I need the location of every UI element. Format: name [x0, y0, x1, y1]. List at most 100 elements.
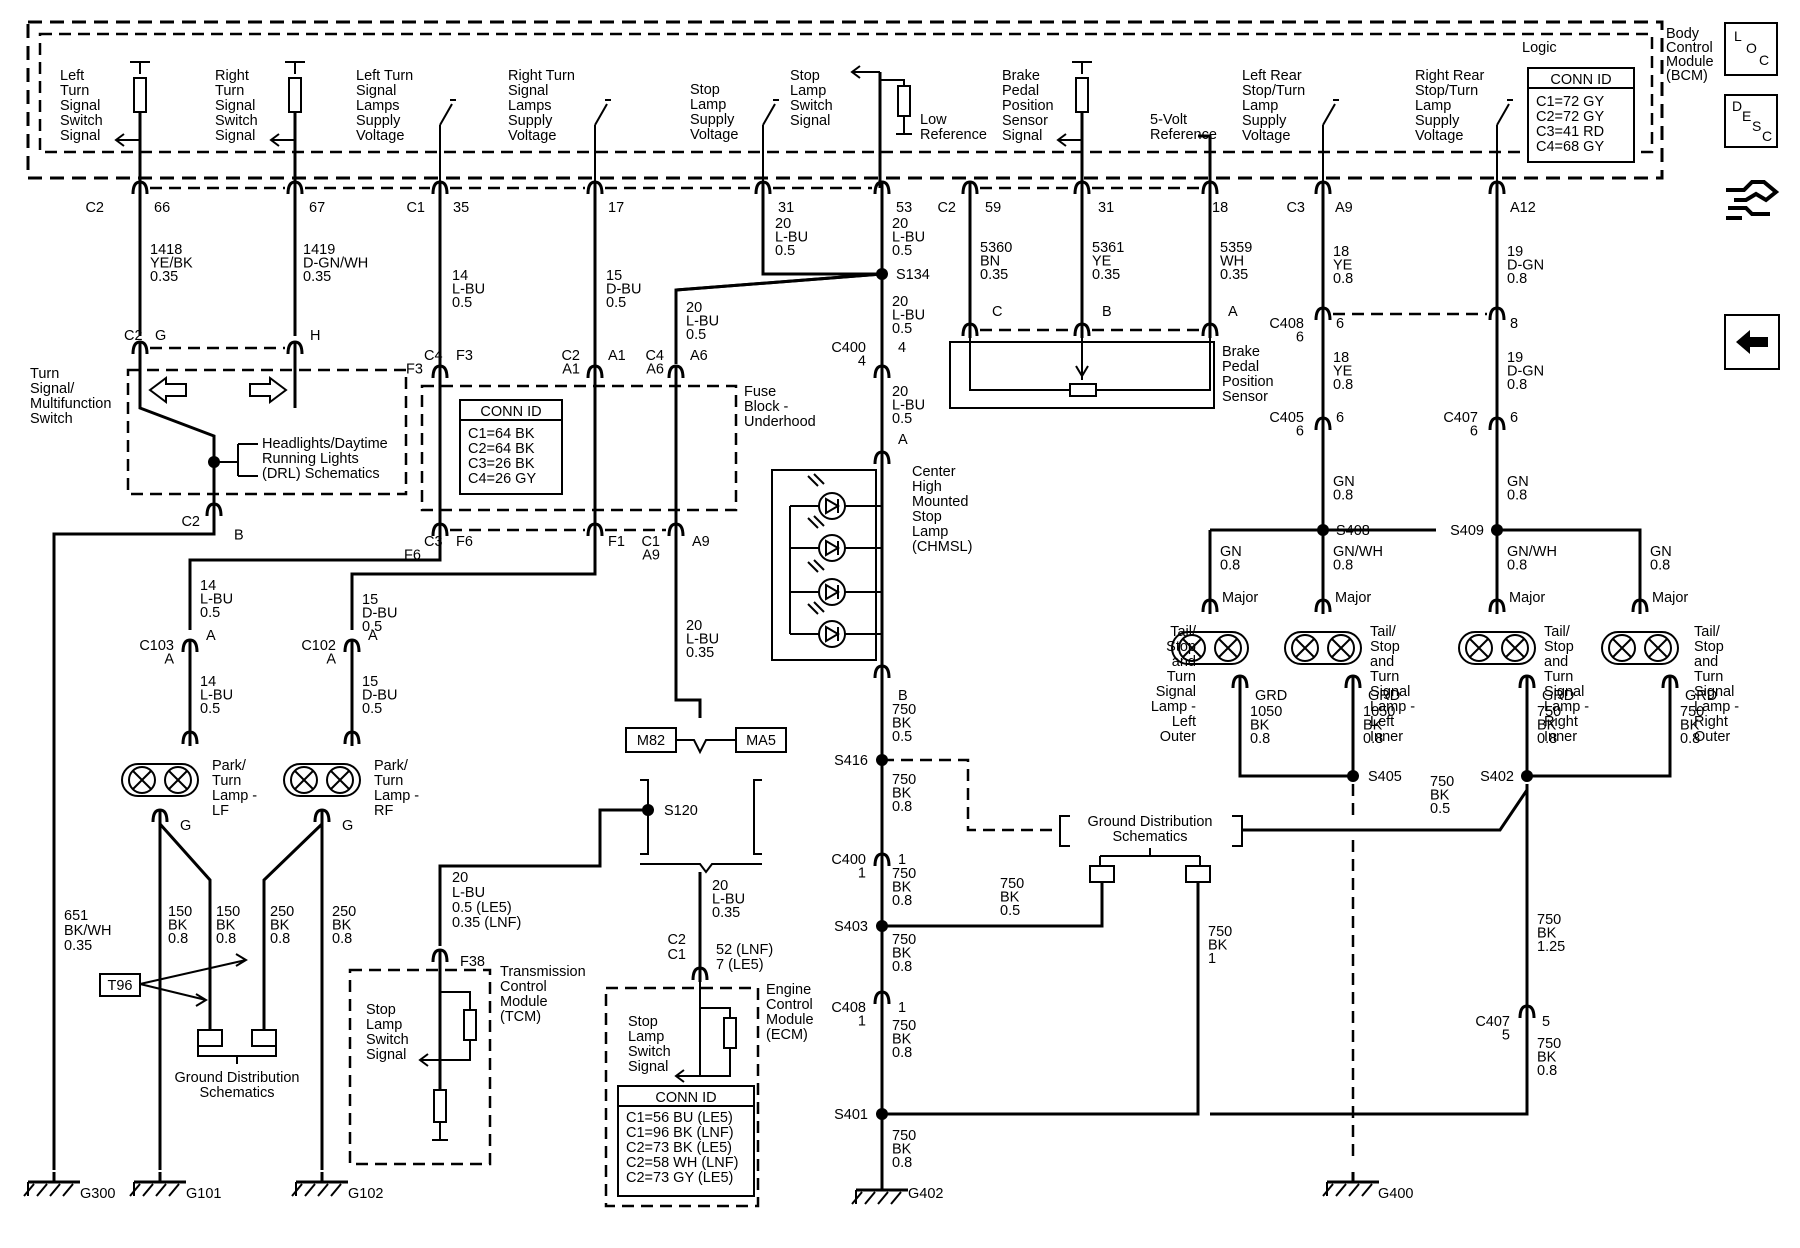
bcm-circuit-label: Stop: [790, 68, 820, 84]
desc-button[interactable]: D E S C: [1724, 94, 1778, 148]
wire: [262, 822, 324, 1170]
wire-label: 0.8: [1333, 488, 1353, 504]
wire-label: D-BU: [606, 282, 641, 298]
ground-label: G102: [348, 1186, 383, 1202]
wire-label: L-BU: [892, 230, 925, 246]
bcm-circuit-label: Right: [215, 68, 249, 84]
wire: [440, 991, 471, 1010]
bcm-circuit-label: Left Turn: [356, 68, 413, 84]
wire-label: 0.5: [892, 729, 912, 745]
t96-arrow: [139, 983, 208, 1007]
wire-label: 0.8: [892, 893, 912, 909]
gds-connector: [197, 1029, 223, 1047]
bcm-circuit-label: Left Rear: [1242, 68, 1302, 84]
bcm-circuit-label: Position: [1002, 98, 1054, 114]
pullup-resistor: [1075, 77, 1089, 113]
wire-label: WH: [1220, 254, 1244, 270]
bcm-circuit-label: Lamp: [1415, 98, 1451, 114]
sensor-resistor: [1069, 383, 1097, 397]
wire-label-1419: D-GN/WH: [303, 256, 368, 272]
gds-connector: [251, 1029, 277, 1047]
ecm-conn-id-header: [617, 1085, 755, 1107]
wire-label: 0.8: [1250, 731, 1270, 747]
wire-label: 0.8: [1220, 558, 1240, 574]
wire: [1198, 134, 1212, 188]
lamp-left-inner-label: Tail/: [1370, 624, 1397, 640]
wire-label: 150: [216, 904, 240, 920]
connector-label: A: [898, 432, 908, 448]
wire-label: GN/WH: [1333, 544, 1383, 560]
brake-sensor-label: Sensor: [1222, 389, 1268, 405]
lamp-left-inner-label: Signal: [1370, 684, 1410, 700]
ground-hatch: [1335, 1183, 1347, 1197]
wire-label: 750: [1537, 1036, 1561, 1052]
splice-label: S416: [834, 753, 868, 769]
bcm-circuit-label: Stop: [690, 82, 720, 98]
loc-letter-l: L: [1734, 28, 1742, 44]
park-rf-label: Turn: [374, 773, 403, 789]
wire-label: 20: [686, 618, 702, 634]
park-rf-label: Lamp -: [374, 788, 419, 804]
gds-mid-label: Ground Distribution: [1088, 814, 1213, 830]
wire-label: 0.8: [1537, 731, 1557, 747]
lamp-left-outer-label: Stop: [1166, 639, 1196, 655]
wire-label: L-BU: [892, 308, 925, 324]
wire-label: L-BU: [892, 398, 925, 414]
wire-label: L-BU: [200, 688, 233, 704]
ground-g102: [296, 1172, 348, 1184]
wire-label: 0.35: [980, 267, 1008, 283]
ecm-label: Control: [766, 997, 813, 1013]
connector-label: A1: [562, 362, 580, 378]
tcm-label: (TCM): [500, 1009, 541, 1025]
connector-label: C3: [424, 534, 443, 550]
loc-letter-c: C: [1759, 52, 1770, 68]
connector-label: 6: [1336, 410, 1344, 426]
park-lf-label: LF: [212, 803, 229, 819]
tcm-label: Control: [500, 979, 547, 995]
wire-label: 20: [892, 294, 908, 310]
wire-label: 20: [775, 216, 791, 232]
connector-label: 6: [1510, 410, 1518, 426]
back-button[interactable]: [1724, 314, 1780, 370]
wire: [882, 882, 1104, 928]
bcm-title: Module: [1666, 54, 1714, 70]
wire-label: D-GN: [1507, 258, 1544, 274]
turn-switch-label: Turn: [30, 366, 59, 382]
bcm-circuit-label: Reference: [1150, 127, 1217, 143]
lamp-filament-x: [1218, 638, 1238, 658]
wire-label: BK: [1000, 890, 1020, 906]
wire-label: 750: [892, 932, 916, 948]
fuse-block-label: Underhood: [744, 414, 816, 430]
bcm-circuit-label: Voltage: [1415, 128, 1463, 144]
connector-view-button[interactable]: [1722, 170, 1782, 230]
bcm-circuit-label: Supply: [1415, 113, 1460, 129]
lamp-right-inner-label: Inner: [1544, 729, 1577, 745]
wire-label: 20: [452, 870, 468, 886]
wire-label: 750: [1208, 924, 1232, 940]
wire-label: BK: [1430, 788, 1450, 804]
bcm-circuit-label: Lamps: [356, 98, 400, 114]
sensor-wiper-arrow: [1075, 365, 1089, 378]
lamp-filament-x: [1182, 638, 1202, 658]
bcm-circuit-label: Lamp: [790, 83, 826, 99]
bcm-circuit-label: Left: [60, 68, 84, 84]
led-icon: [818, 492, 846, 520]
bcm-circuit-label: Signal: [1002, 128, 1042, 144]
bcm-circuit-label: Brake: [1002, 68, 1040, 84]
wire-label: 0.35: [1220, 267, 1248, 283]
pin-label: C1: [406, 200, 425, 216]
tcm-label: Module: [500, 994, 548, 1010]
loc-button[interactable]: L O C: [1724, 22, 1778, 76]
connector-label: C2: [181, 514, 200, 530]
connector-label: 1: [898, 1000, 906, 1016]
bcm-switch: [594, 99, 611, 188]
tcm-signal-label: Lamp: [366, 1017, 402, 1033]
wire-label: BK: [1208, 938, 1228, 954]
wire: [882, 1020, 1529, 1116]
gds-left-label: Schematics: [200, 1085, 275, 1101]
ecm-conn-id-title: CONN ID: [655, 1090, 716, 1106]
turn-arrow-left: [148, 376, 187, 404]
connector-label: C407: [1475, 1014, 1510, 1030]
splice-label: S405: [1368, 769, 1402, 785]
ground-g400: [1327, 1172, 1379, 1184]
